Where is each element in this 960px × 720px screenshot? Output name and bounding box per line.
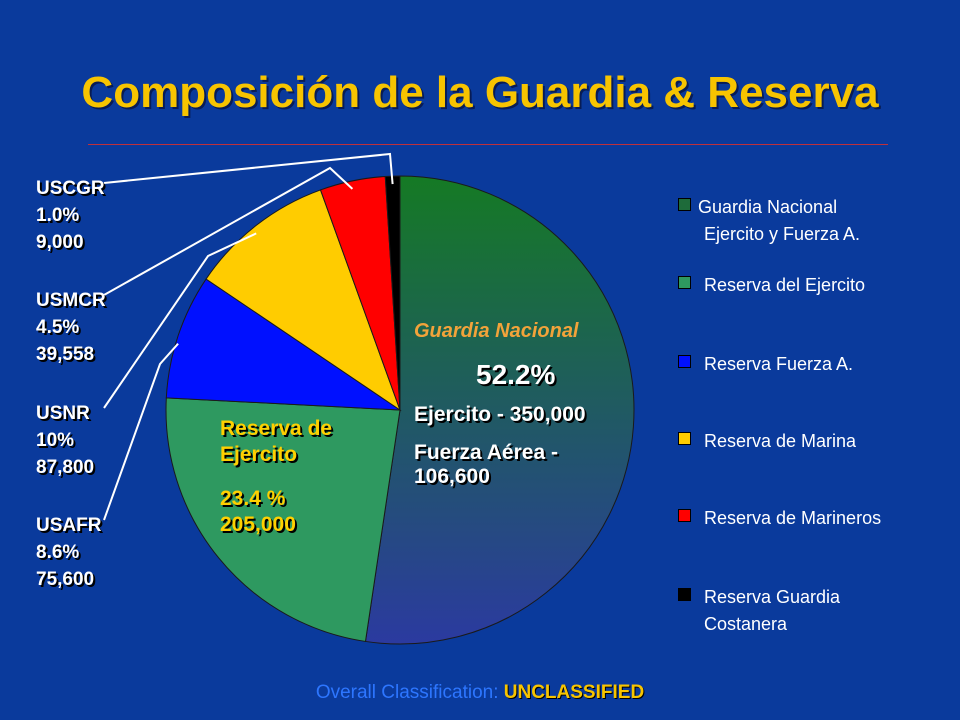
pie-slice-guardia: [364, 175, 635, 645]
leader-line-usnr: [103, 232, 257, 409]
side-label-name: USAFR: [36, 515, 102, 536]
side-label-usnr: USNR 10% 87,800: [36, 400, 94, 481]
classification-footer: Overall Classification: UNCLASSIFIED: [0, 682, 960, 704]
pie-slice-reserva_ejercito: [165, 397, 401, 643]
side-label-usmcr: USMCR 4.5% 39,558: [36, 287, 106, 368]
guardia-percent: 52.2%: [476, 359, 556, 390]
guardia-name: Guardia Nacional: [414, 320, 579, 342]
legend-swatch: [678, 198, 691, 211]
leader-line-uscgr: [103, 152, 394, 185]
side-label-name: USCGR: [36, 178, 105, 199]
guardia-army-count: Ejercito - 350,000: [414, 403, 586, 426]
side-label-usafr: USAFR 8.6% 75,600: [36, 512, 101, 593]
title-divider: [88, 144, 888, 145]
side-label-count: 39,558: [36, 344, 95, 365]
side-label-percent: 4.5%: [36, 317, 80, 338]
pie-slice-usafr: [165, 278, 402, 411]
guardia-airforce-count: 106,600: [414, 465, 490, 488]
reserva-name-a: Reserva de: [220, 417, 333, 440]
guardia-slice-label: Guardia Nacional 52.2% Ejercito - 350,00…: [414, 320, 644, 489]
side-label-uscgr: USCGR 1.0% 9,000: [36, 175, 105, 256]
reserva-slice-label: Reserva de Ejercito 23.4 % 205,000: [220, 416, 390, 538]
side-label-name: USNR: [36, 403, 90, 424]
side-label-count: 75,600: [36, 569, 95, 590]
side-label-percent: 10%: [36, 430, 75, 451]
classification-lead: Overall Classification:: [315, 682, 504, 703]
legend-swatch: [678, 509, 691, 522]
legend-swatch: [678, 432, 691, 445]
reserva-percent: 23.4 %: [220, 487, 286, 510]
classification-value: UNCLASSIFIED: [503, 682, 645, 703]
side-label-name: USMCR: [36, 290, 106, 311]
legend-label: Reserva de Marina: [704, 431, 857, 451]
legend-label: Reserva de Marineros: [704, 508, 882, 528]
reserva-count: 205,000: [220, 513, 296, 536]
leader-line-usmcr: [103, 166, 354, 296]
legend-swatch: [678, 588, 691, 601]
side-label-percent: 1.0%: [36, 205, 80, 226]
legend-label: Reserva Guardia Costanera: [704, 584, 840, 638]
pie-slices: [165, 175, 635, 645]
pie-slice-usnr: [205, 189, 401, 412]
legend-label: Reserva del Ejercito: [704, 275, 866, 295]
legend-label-line: Ejercito y Fuerza A.: [704, 224, 861, 244]
side-label-percent: 8.6%: [36, 542, 80, 563]
legend-label-line: Guardia Nacional: [698, 197, 838, 217]
legend-label: Guardia Nacional Ejercito y Fuerza A.: [698, 194, 860, 248]
side-label-count: 9,000: [36, 232, 84, 253]
guardia-airforce-label: Fuerza Aérea -: [414, 441, 558, 464]
legend-label-line: Costanera: [704, 614, 788, 634]
leader-lines: [103, 152, 394, 521]
side-label-count: 87,800: [36, 457, 95, 478]
reserva-name-b: Ejercito: [220, 443, 298, 466]
legend-swatch: [678, 355, 691, 368]
slide-title: Composición de la Guardia & Reserva: [81, 68, 879, 117]
leader-line-usafr: [103, 343, 179, 521]
legend-swatch: [678, 276, 691, 289]
legend-label-line: Reserva Guardia: [704, 587, 841, 607]
legend-label: Reserva Fuerza A.: [704, 354, 854, 374]
